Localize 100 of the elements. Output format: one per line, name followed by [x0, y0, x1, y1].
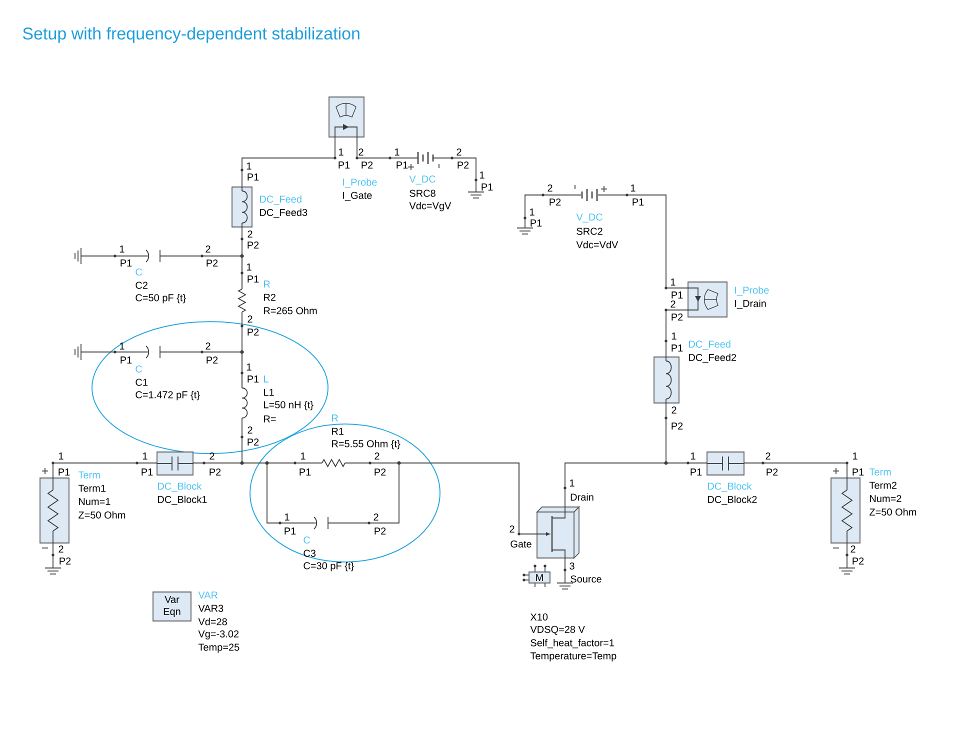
pin-label: P2 [60, 558, 71, 564]
component-label: DC_Block1 [158, 496, 207, 505]
wire [598, 194, 688, 288]
pin-label: P2 [766, 468, 778, 476]
pin-label: 2 [766, 452, 770, 460]
pin-label: 1 [691, 452, 696, 460]
pin-label: 2 [510, 526, 514, 532]
component-label: DC_Feed [260, 195, 302, 205]
pin-label: P2 [672, 422, 683, 430]
component-label: DC_Feed3 [260, 208, 308, 218]
pin-label: P2 [210, 468, 221, 476]
ground-symbol [838, 568, 856, 574]
component-label: I_Probe [343, 178, 377, 188]
component-label: R=265 Ohm [264, 306, 317, 314]
pin-label: 1 [530, 208, 534, 216]
pin-label: 1 [285, 514, 290, 520]
pin-label: P2 [374, 528, 386, 534]
pin-label: P1 [338, 162, 350, 168]
pin-label: 1 [672, 332, 676, 340]
wire [52, 542, 54, 568]
pin-label: P2 [362, 162, 373, 168]
component-label: Z=50 Ohm [78, 511, 126, 519]
component-label: C2 [136, 282, 148, 289]
pin-label: 1 [120, 342, 124, 350]
pin-label: 1 [480, 172, 484, 178]
wire [744, 462, 848, 478]
pin-label: P1 [248, 376, 259, 382]
component-label: L1 [264, 388, 274, 396]
pin-label: 1 [247, 264, 252, 270]
pin-label: 2 [206, 246, 210, 252]
pin-label: 1 [247, 162, 252, 170]
component-label: R2 [264, 294, 276, 301]
pin-label: P2 [374, 468, 386, 476]
component-label: V_DC [576, 214, 602, 222]
component-label: I_Drain [735, 300, 766, 309]
pin-label: P1 [248, 276, 259, 282]
component-label: VAR3 [198, 604, 224, 612]
pin-label: 2 [248, 230, 252, 238]
pin-label: 2 [670, 300, 676, 308]
component-label: V_DC [409, 176, 436, 184]
component-label: Vg=-3.02 [198, 630, 239, 640]
wire [242, 158, 336, 188]
wire [432, 158, 476, 192]
wire [160, 256, 242, 290]
ground-symbol [44, 568, 62, 574]
pin-label: 1 [853, 452, 858, 460]
pin-label: Gate [510, 540, 532, 548]
component-label: SRC2 [576, 228, 602, 235]
equation-block: Var Eqn [152, 592, 192, 622]
component-label: R [332, 414, 338, 422]
component-label: X10 [530, 613, 548, 621]
pin-label: 1 [671, 278, 676, 286]
pin-label: 2 [850, 546, 856, 552]
wire [524, 194, 582, 228]
component-label: Z=50 Ohm [870, 508, 916, 516]
pin-label: P2 [458, 162, 469, 168]
component-label: C [136, 268, 142, 276]
component-label: C=30 pF {t} [304, 562, 354, 572]
pin-label: P1 [58, 468, 70, 476]
component-label: DC_Block [158, 482, 202, 492]
pin-label: 2 [672, 406, 676, 414]
pin-label: P2 [248, 328, 259, 336]
pin-label: 2 [210, 452, 214, 460]
pin-label: 3 [570, 562, 574, 570]
component-label: L [264, 376, 268, 382]
pin-label: 2 [358, 148, 364, 156]
component-label: C=50 pF {t} [136, 294, 186, 304]
component-label: R [264, 280, 270, 288]
component-label: R=5.55 Ohm {t} [332, 440, 400, 450]
pin-label: P1 [248, 174, 259, 180]
wire [192, 462, 314, 524]
component-label: C3 [304, 550, 316, 557]
ground-symbol [74, 344, 82, 360]
component-label: L=50 nH {t} [264, 400, 314, 410]
component-label: Term1 [78, 484, 106, 492]
pin-label: P1 [284, 528, 296, 534]
pin-label: Source [570, 575, 602, 583]
component-label: C=1.472 pF {t} [136, 390, 200, 400]
wire [564, 462, 708, 488]
component-label: Vd=28 [198, 618, 227, 626]
pin-label: P2 [248, 242, 259, 248]
pin-label: P1 [672, 344, 683, 352]
pin-label: P1 [120, 260, 132, 266]
pin-label: 2 [248, 426, 252, 434]
pin-label: P1 [632, 198, 644, 206]
pin-label: 1 [247, 364, 252, 370]
pin-label: 1 [339, 148, 344, 156]
ground-symbol [516, 228, 534, 234]
pin-label: P1 [300, 468, 311, 476]
pin-label: 2 [374, 452, 380, 460]
pin-label: 1 [59, 452, 64, 460]
pin-label: P1 [396, 162, 408, 168]
component-label: VAR [198, 592, 218, 598]
component-label: Num=2 [870, 495, 902, 502]
pin-label: 2 [456, 148, 462, 156]
pin-label: 2 [206, 342, 210, 350]
pin-label: P2 [550, 198, 561, 206]
component-label: DC_Block [708, 482, 752, 492]
pin-label: 1 [395, 148, 400, 156]
pin-label: P2 [206, 356, 218, 364]
